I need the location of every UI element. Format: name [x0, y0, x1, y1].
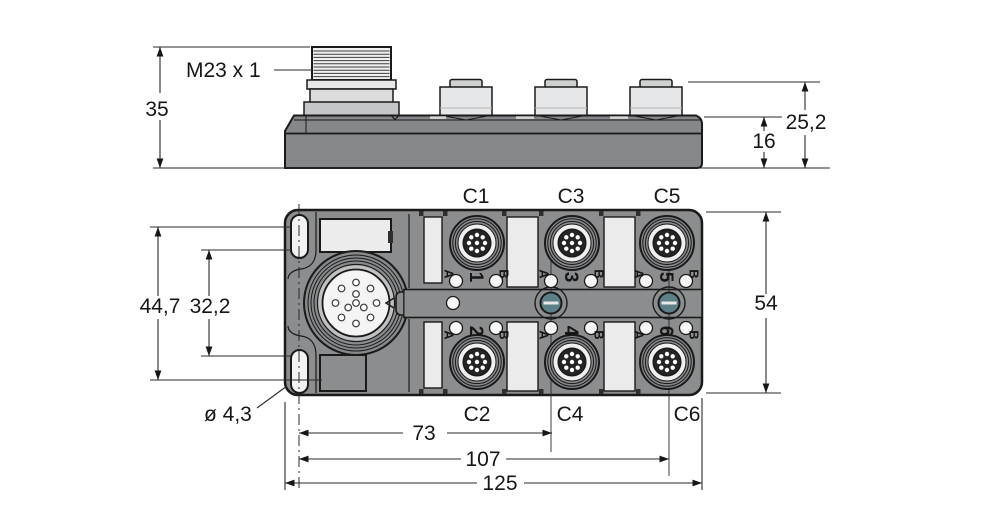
dim-hole1-offset: 73 [299, 422, 552, 445]
m23-connector-side [303, 46, 400, 118]
m12-port-c1 [450, 216, 504, 270]
thread-lines [313, 50, 390, 78]
dim-54-label: 54 [754, 292, 778, 315]
led-a-c2: A [442, 330, 457, 340]
flange-contour-top [287, 212, 317, 280]
flange-contour-bottom [287, 325, 317, 393]
port-label-c3: C3 [558, 185, 585, 208]
dim-body-height: 16 [704, 116, 782, 168]
port-number-3: 3 [560, 272, 581, 283]
port-label-c2: C2 [464, 403, 491, 426]
dim-125-label: 125 [482, 472, 517, 495]
led-a-c4: A [537, 330, 552, 340]
diagnostic-led [445, 295, 461, 311]
led-b-c5: B [687, 269, 702, 278]
led-a-c1: A [442, 269, 457, 279]
led-b-c6: B [687, 330, 702, 339]
led-b-c3: B [592, 269, 607, 278]
m12-port-c2 [450, 335, 504, 389]
recess-windows [423, 216, 636, 392]
label-plate-tab [388, 231, 393, 243]
dim-total-height: 35 [145, 46, 830, 169]
dim-connector-height: 25,2 [688, 81, 827, 168]
port-label-c4: C4 [557, 403, 584, 426]
dim-16-label: 16 [752, 130, 775, 153]
port-leds [448, 273, 694, 336]
m23-keyway-notch [384, 297, 395, 309]
dim-total-width: 125 [285, 472, 702, 495]
port-number-2: 2 [465, 326, 486, 337]
dim-44-7-label: 44,7 [140, 295, 181, 318]
led-b-c2: B [497, 330, 512, 339]
dim-73-label: 73 [412, 422, 435, 445]
m12-stub-2 [534, 78, 588, 118]
dim-hole2-offset: 107 [299, 448, 669, 471]
dim-hole-diameter: ø 4,3 [204, 385, 288, 426]
port-number-6: 6 [655, 326, 676, 337]
m12-port-c4 [545, 335, 599, 389]
m23-thread-label: M23 x 1 [186, 59, 261, 82]
m12-stub-1 [439, 78, 493, 118]
led-a-c6: A [632, 330, 647, 340]
port-label-c1: C1 [463, 185, 490, 208]
dim-module-height: 54 [706, 211, 781, 394]
m12-port-c5 [640, 216, 694, 270]
led-a-c3: A [537, 269, 552, 279]
housing-side [284, 114, 703, 169]
m23-callout: M23 x 1 [186, 59, 312, 82]
port-label-c5: C5 [654, 185, 681, 208]
dim-107-label: 107 [465, 448, 500, 471]
dim-mounting-spacing: 32,2 [190, 249, 291, 357]
m23-connector-top [303, 250, 409, 356]
m12-port-c6 [640, 335, 694, 389]
mounting-hole-2 [651, 285, 687, 321]
dim-4-3-label: ø 4,3 [204, 403, 252, 426]
dim-25-2-label: 25,2 [786, 111, 827, 134]
port-label-c6: C6 [674, 403, 701, 426]
led-a-c5: A [632, 269, 647, 279]
label-plate [319, 218, 392, 253]
m12-port-c3 [545, 216, 599, 270]
middle-band [395, 260, 703, 476]
led-letters: A B A B A B A B A B A B [442, 269, 702, 340]
mounting-hole-1 [533, 285, 569, 321]
side-view: 35 M23 x 1 25,2 16 [145, 46, 830, 169]
led-b-c4: B [592, 330, 607, 339]
m23-pins [331, 278, 381, 328]
m12-stub-3 [629, 78, 683, 118]
dim-32-2-label: 32,2 [190, 295, 231, 318]
dim-mounting-outer: 44,7 [140, 226, 322, 381]
top-view: 1 3 5 2 4 6 A B A B A B A B A B A B C1 C… [140, 185, 781, 495]
address-window [319, 354, 367, 392]
port-number-1: 1 [465, 272, 486, 283]
edge-ticks [419, 211, 641, 394]
led-b-c1: B [497, 269, 512, 278]
port-number-5: 5 [655, 272, 676, 283]
dim-35-label: 35 [145, 98, 168, 121]
port-number-4: 4 [560, 326, 581, 337]
